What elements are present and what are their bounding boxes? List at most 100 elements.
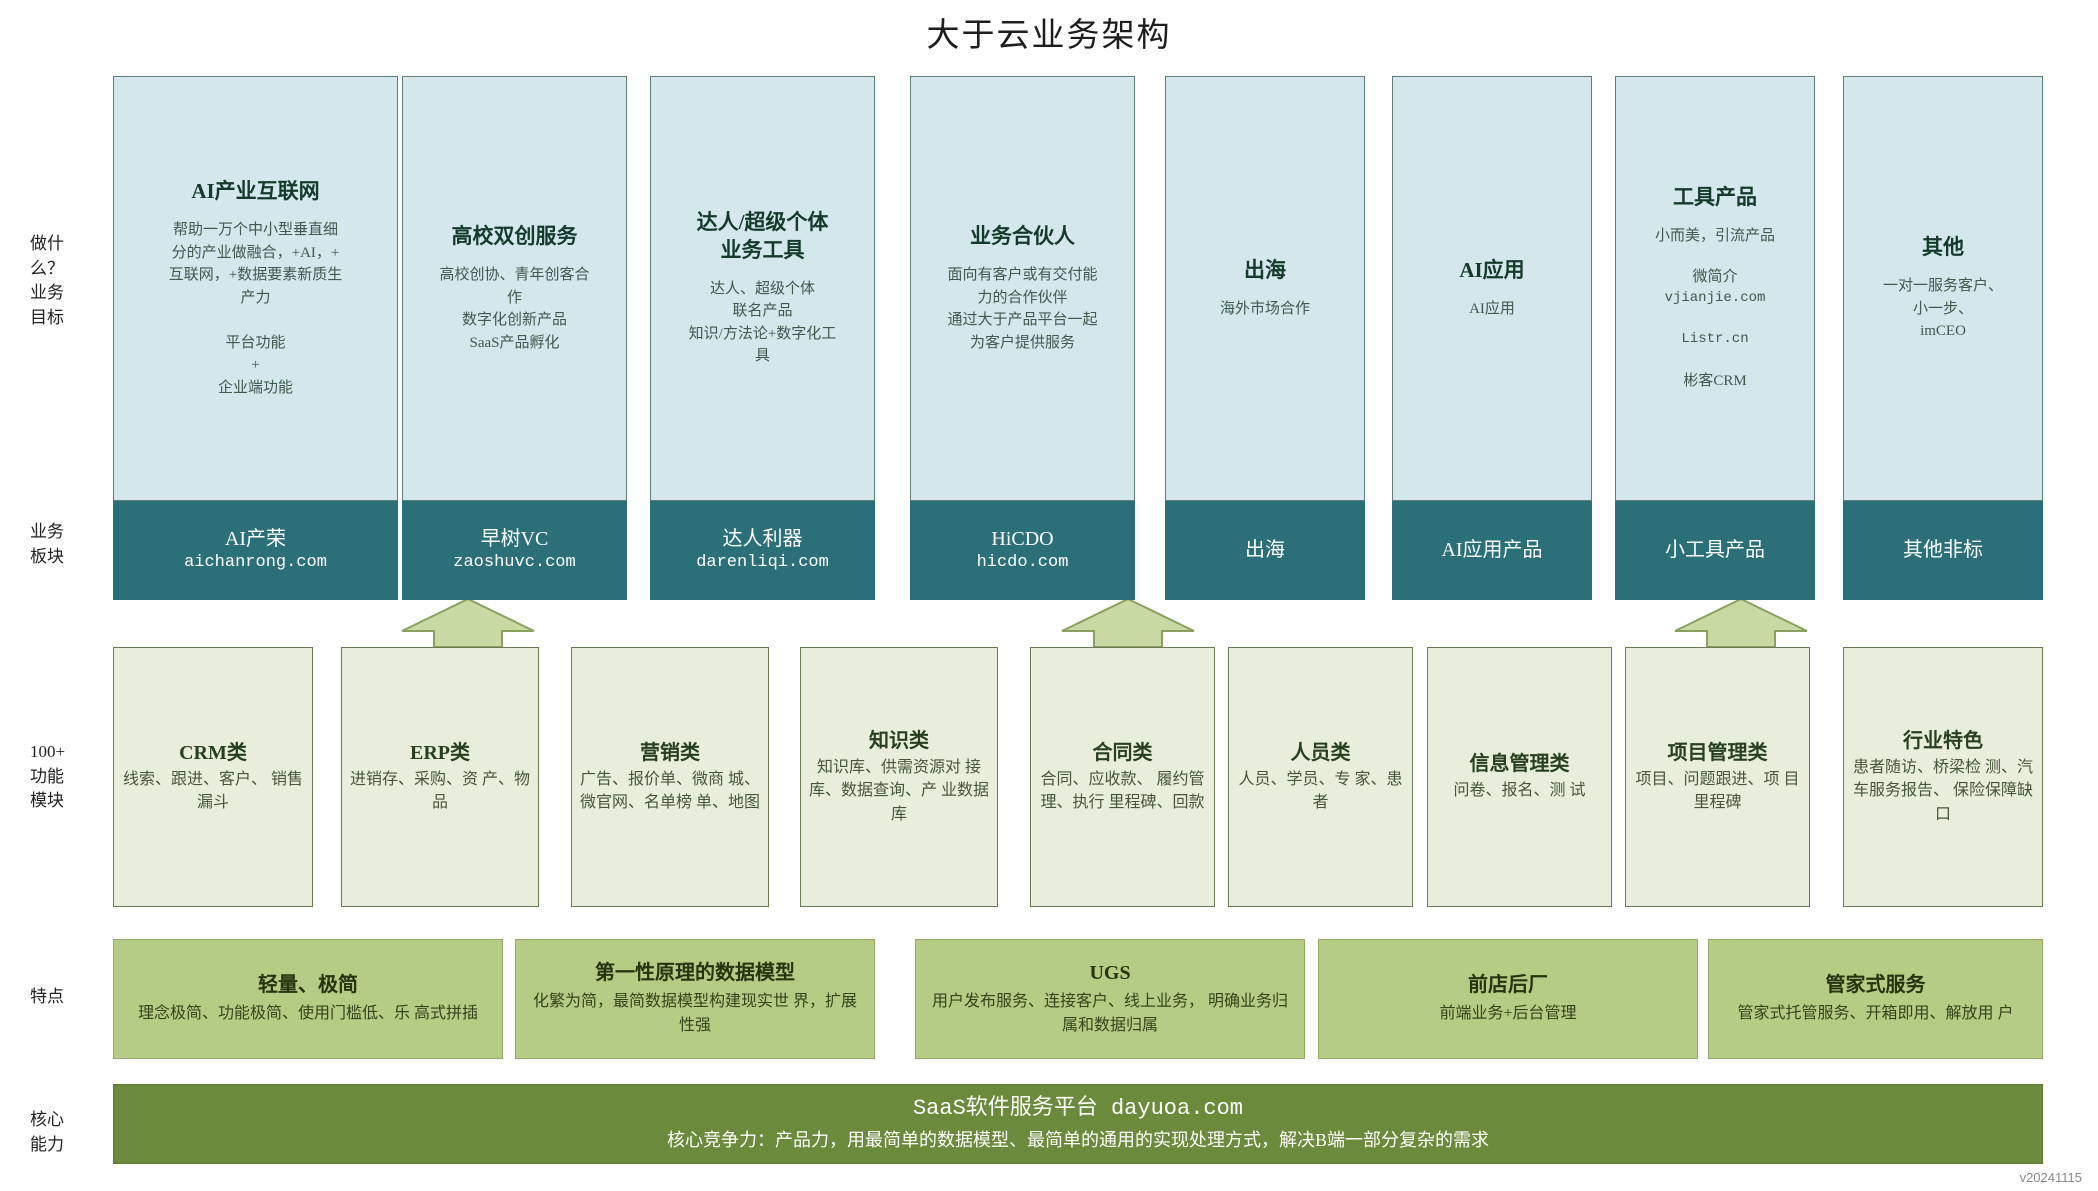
feature-card-3[interactable]: 前店后厂 前端业务+后台管理: [1318, 939, 1698, 1059]
block-url-1[interactable]: zaoshuvc.com: [453, 552, 576, 572]
block-name-0: AI产荣: [224, 527, 287, 550]
block-card-2[interactable]: 达人利器 darenliqi.com: [650, 501, 875, 600]
module-title-5: 人员类: [1290, 741, 1351, 764]
module-card-1[interactable]: ERP类 进销存、采购、资 产、物品: [341, 647, 539, 907]
goal-link-6-3: 彬客CRM: [1683, 373, 1747, 390]
core-title: SaaS软件服务平台 dayuoa.com: [912, 1096, 1244, 1122]
block-card-5[interactable]: AI应用产品: [1392, 501, 1592, 600]
module-desc-0: 线索、跟进、客户、 销售漏斗: [122, 770, 303, 811]
goal-desc-3: 面向有客户或有交付能 力的合作伙伴 通过大于产品平台一起 为客户提供服务: [947, 267, 1098, 351]
goal-link-6-0: 微简介: [1692, 268, 1738, 285]
block-name-7: 其他非标: [1903, 539, 1983, 561]
block-name-2: 达人利器: [722, 527, 803, 550]
goal-desc-5: AI应用: [1469, 300, 1515, 317]
goal-title-1: 高校双创服务: [451, 223, 578, 248]
block-url-2[interactable]: darenliqi.com: [696, 552, 829, 572]
module-desc-8: 患者随访、桥梁检 测、汽车服务报告、 保险保障缺口: [1852, 759, 2033, 823]
module-desc-4: 合同、应收款、 履约管理、执行 里程碑、回款: [1040, 770, 1205, 811]
block-name-3: HiCDO: [991, 527, 1054, 550]
module-card-6[interactable]: 信息管理类 问卷、报名、测 试: [1427, 647, 1612, 907]
feature-card-1[interactable]: 第一性原理的数据模型 化繁为简，最简数据模型构建现实世 界，扩展性强: [515, 939, 875, 1059]
goal-desc-2: 达人、超级个体 联名产品 知识/方法论+数字化工 具: [688, 280, 837, 365]
arrow-up-icon-2: [1061, 597, 1195, 647]
row-label-modules: 100+ 功能 模块: [30, 742, 66, 811]
block-url-0[interactable]: aichanrong.com: [184, 552, 327, 572]
goal-card-7[interactable]: 其他 一对一服务客户、 小一步、 imCEO: [1843, 76, 2043, 501]
feature-title-1: 第一性原理的数据模型: [595, 962, 795, 984]
goal-title-7: 其他: [1922, 235, 1964, 260]
module-card-8[interactable]: 行业特色 患者随访、桥梁检 测、汽车服务报告、 保险保障缺口: [1843, 647, 2043, 907]
feature-desc-4: 管家式托管服务、开箱即用、解放用 户: [1737, 1005, 2014, 1022]
goal-link-6-2[interactable]: Listr.cn: [1681, 331, 1749, 348]
goal-card-4[interactable]: 出海 海外市场合作: [1165, 76, 1365, 501]
module-desc-7: 项目、问题跟进、项 目里程碑: [1635, 770, 1800, 811]
module-title-6: 信息管理类: [1469, 753, 1570, 776]
row-label-goals: 做什 么？ 业务 目标: [30, 234, 64, 327]
feature-desc-0: 理念极简、功能极简、使用门槛低、乐 高式拼插: [137, 1005, 478, 1022]
core-subtitle: 核心竞争力：产品力，用最简单的数据模型、最简单的通用的实现处理方式，解决B端一部…: [666, 1129, 1489, 1150]
goal-card-6[interactable]: 工具产品 小而美，引流产品 微简介 vjianjie.com Listr.cn …: [1615, 76, 1815, 501]
block-name-5: AI应用产品: [1441, 539, 1543, 561]
feature-card-0[interactable]: 轻量、极简 理念极简、功能极简、使用门槛低、乐 高式拼插: [113, 939, 503, 1059]
arrow-up-icon-3: [1674, 597, 1808, 647]
module-desc-3: 知识库、供需资源对 接库、数据查询、产 业数据库: [808, 759, 989, 823]
arrow-up-icon-1: [401, 597, 535, 647]
module-desc-1: 进销存、采购、资 产、物品: [349, 770, 530, 811]
block-card-3[interactable]: HiCDO hicdo.com: [910, 501, 1135, 600]
module-desc-6: 问卷、报名、测 试: [1453, 782, 1586, 800]
feature-title-0: 轻量、极简: [258, 974, 358, 996]
module-card-2[interactable]: 营销类 广告、报价单、微商 城、微官网、名单榜 单、地图: [571, 647, 769, 907]
module-desc-5: 人员、学员、专 家、患者: [1238, 770, 1403, 811]
goal-card-3[interactable]: 业务合伙人 面向有客户或有交付能 力的合作伙伴 通过大于产品平台一起 为客户提供…: [910, 76, 1135, 501]
goal-title-0: AI产业互联网: [191, 178, 320, 203]
row-label-blocks: 业务 板块: [30, 522, 64, 566]
feature-card-4[interactable]: 管家式服务 管家式托管服务、开箱即用、解放用 户: [1708, 939, 2043, 1059]
goal-desc-7: 一对一服务客户、 小一步、 imCEO: [1882, 278, 2003, 340]
version-label: v20241115: [2019, 1170, 2082, 1185]
goal-card-1[interactable]: 高校双创服务 高校创协、青年创客合 作 数字化创新产品 SaaS产品孵化: [402, 76, 627, 501]
goal-desc-1: 高校创协、青年创客合 作 数字化创新产品 SaaS产品孵化: [439, 267, 590, 351]
block-card-1[interactable]: 早树VC zaoshuvc.com: [402, 501, 627, 600]
module-title-0: CRM类: [179, 741, 247, 764]
goal-desc-6: 小而美，引流产品: [1654, 228, 1775, 245]
feature-title-4: 管家式服务: [1825, 974, 1926, 996]
module-title-7: 项目管理类: [1667, 741, 1768, 764]
module-title-2: 营销类: [640, 741, 700, 764]
module-title-4: 合同类: [1092, 741, 1153, 764]
feature-desc-3: 前端业务+后台管理: [1439, 1005, 1577, 1022]
block-card-0[interactable]: AI产荣 aichanrong.com: [113, 501, 398, 600]
module-card-5[interactable]: 人员类 人员、学员、专 家、患者: [1228, 647, 1413, 907]
goal-title-3: 业务合伙人: [970, 223, 1075, 248]
goal-card-0[interactable]: AI产业互联网 帮助一万个中小型垂直细 分的产业做融合，+AI，+ 互联网，+数…: [113, 76, 398, 501]
feature-title-2: UGS: [1089, 962, 1131, 984]
block-name-6: 小工具产品: [1665, 539, 1765, 561]
module-title-1: ERP类: [410, 741, 470, 764]
block-card-4[interactable]: 出海: [1165, 501, 1365, 600]
block-card-7[interactable]: 其他非标: [1843, 501, 2043, 600]
page-title: 大于云业务架构: [926, 18, 1172, 54]
module-card-4[interactable]: 合同类 合同、应收款、 履约管理、执行 里程碑、回款: [1030, 647, 1215, 907]
goal-desc-4: 海外市场合作: [1219, 300, 1310, 317]
row-label-features: 特点: [30, 987, 64, 1006]
feature-title-3: 前店后厂: [1468, 974, 1548, 996]
feature-desc-2: 用户发布服务、连接客户、线上业务， 明确业务归属和数据归属: [931, 993, 1288, 1034]
goal-desc-0: 帮助一万个中小型垂直细 分的产业做融合，+AI，+ 互联网，+数据要素新质生 产…: [168, 222, 343, 396]
module-card-3[interactable]: 知识类 知识库、供需资源对 接库、数据查询、产 业数据库: [800, 647, 998, 907]
block-name-1: 早树VC: [480, 527, 549, 550]
module-card-0[interactable]: CRM类 线索、跟进、客户、 销售漏斗: [113, 647, 313, 907]
block-url-3[interactable]: hicdo.com: [976, 552, 1069, 572]
goal-card-5[interactable]: AI应用 AI应用: [1392, 76, 1592, 501]
goal-link-6-1[interactable]: vjianjie.com: [1664, 290, 1766, 307]
feature-card-2[interactable]: UGS 用户发布服务、连接客户、线上业务， 明确业务归属和数据归属: [915, 939, 1305, 1059]
feature-desc-1: 化繁为简，最简数据模型构建现实世 界，扩展性强: [532, 993, 857, 1034]
goal-title-5: AI应用: [1459, 257, 1525, 282]
row-label-core: 核心 能力: [30, 1110, 64, 1154]
block-card-6[interactable]: 小工具产品: [1615, 501, 1815, 600]
core-capability-bar[interactable]: SaaS软件服务平台 dayuoa.com 核心竞争力：产品力，用最简单的数据模…: [113, 1084, 2043, 1164]
module-card-7[interactable]: 项目管理类 项目、问题跟进、项 目里程碑: [1625, 647, 1810, 907]
module-desc-2: 广告、报价单、微商 城、微官网、名单榜 单、地图: [579, 770, 760, 811]
goal-title-6: 工具产品: [1673, 185, 1757, 210]
goal-title-2: 达人/超级个体 业务工具: [696, 210, 829, 262]
goal-card-2[interactable]: 达人/超级个体 业务工具 达人、超级个体 联名产品 知识/方法论+数字化工 具: [650, 76, 875, 501]
